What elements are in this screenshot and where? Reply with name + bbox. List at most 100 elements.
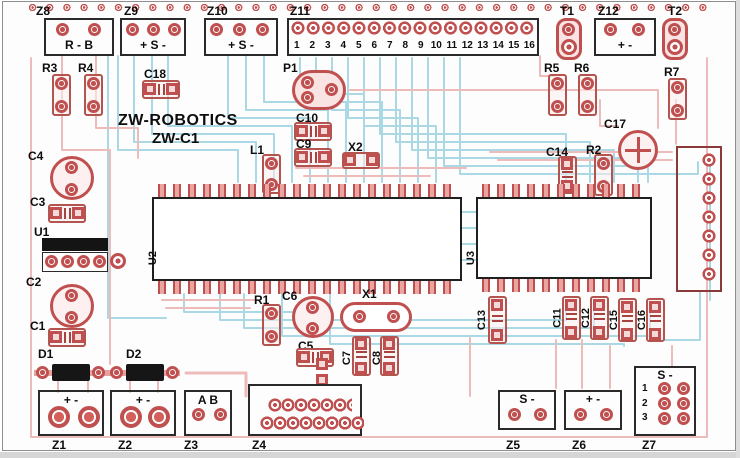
pad [383, 362, 395, 374]
trace [133, 55, 257, 183]
pad [50, 331, 62, 343]
pad [126, 23, 139, 36]
pad [561, 39, 577, 55]
z9-pin-labels: + S - [140, 38, 166, 52]
cap-symbol [158, 84, 165, 95]
pad [301, 91, 314, 104]
pad [621, 328, 633, 340]
trace [161, 299, 257, 309]
cap-symbol [312, 352, 319, 363]
ic-u1-pins-box [42, 252, 108, 272]
pad [677, 382, 690, 395]
pad [192, 408, 205, 421]
connector-z6 [564, 390, 622, 430]
z8-pin-labels: R - B [65, 38, 93, 52]
trace [117, 55, 239, 183]
trace [107, 55, 167, 319]
pin-number: 6 [371, 40, 378, 51]
pin-number: 14 [492, 40, 504, 51]
label-z2: Z2 [118, 438, 133, 452]
transistor-t1 [556, 18, 582, 60]
capacitor-c1 [48, 328, 86, 347]
pin-number: 7 [386, 40, 393, 51]
pad [551, 77, 564, 90]
label-c10: C10 [296, 111, 319, 125]
pad [325, 83, 338, 96]
z7-header-labels: S - [657, 368, 673, 382]
pad [565, 326, 577, 338]
label-u1: U1 [34, 225, 50, 239]
pad [581, 77, 594, 90]
pin-number: 3 [642, 412, 648, 423]
resistor-r1 [262, 304, 281, 346]
ic-u2-pins-bottom [158, 281, 458, 294]
pad [649, 301, 661, 313]
label-z1: Z1 [52, 438, 67, 452]
pad [36, 366, 49, 379]
pad [65, 311, 78, 324]
ic-u1-body [42, 238, 108, 251]
pad [265, 330, 278, 343]
trace [57, 377, 159, 393]
pin-number: 16 [523, 40, 535, 51]
board-edge-via-row [28, 3, 712, 12]
pin-number: 13 [477, 40, 489, 51]
pad [565, 299, 577, 311]
z4-pad-row-bottom [260, 416, 364, 430]
trace [379, 57, 567, 183]
resistor-r3 [52, 74, 71, 116]
label-r1: R1 [254, 293, 270, 307]
pad [318, 125, 330, 137]
trace [663, 291, 701, 341]
z12-pin-labels: + - [617, 38, 633, 52]
connector-z8 [44, 18, 114, 56]
pad [87, 77, 100, 90]
trace [245, 55, 329, 183]
cap-symbol [622, 315, 633, 322]
pad [233, 23, 246, 36]
label-c13: C13 [476, 309, 489, 331]
pad [168, 23, 181, 36]
pad [120, 406, 142, 428]
pad [604, 23, 617, 36]
label-z9: Z9 [124, 4, 139, 18]
pad [72, 207, 84, 219]
label-c9: C9 [296, 137, 312, 151]
z5-pin-labels: S - [519, 392, 535, 406]
pad [353, 310, 366, 323]
pin-number: 2 [309, 40, 316, 51]
pad [366, 154, 378, 166]
label-z5: Z5 [506, 438, 521, 452]
resistor-r4 [84, 74, 103, 116]
pad [562, 23, 575, 36]
connector-z2 [110, 390, 176, 436]
z4-pad-row-top [268, 398, 352, 412]
pad [306, 322, 319, 335]
label-c6: C6 [282, 289, 298, 303]
pin-number: 8 [402, 40, 409, 51]
label-p1: P1 [283, 61, 298, 75]
resonator-x2 [342, 152, 380, 169]
label-c18: C18 [144, 67, 167, 81]
cap-symbol [594, 313, 605, 320]
label-z4: Z4 [252, 438, 267, 452]
ic-u2-body [152, 197, 462, 281]
pad [210, 23, 223, 36]
label-d2: D2 [126, 347, 142, 361]
trace [459, 57, 699, 175]
ic-u2-pins-top [158, 184, 458, 197]
board-title-line2: ZW-C1 [152, 130, 200, 147]
pad [383, 338, 395, 350]
pad-column [702, 152, 716, 286]
label-z8: Z8 [36, 4, 51, 18]
pin-number: 9 [417, 40, 424, 51]
trace [363, 57, 437, 183]
label-x2: X2 [348, 140, 363, 154]
pad [677, 412, 690, 425]
pad [144, 83, 156, 95]
pin-number: 1 [642, 383, 648, 394]
pad [147, 23, 160, 36]
cap-symbol [310, 126, 317, 137]
cap-symbol [562, 171, 573, 178]
